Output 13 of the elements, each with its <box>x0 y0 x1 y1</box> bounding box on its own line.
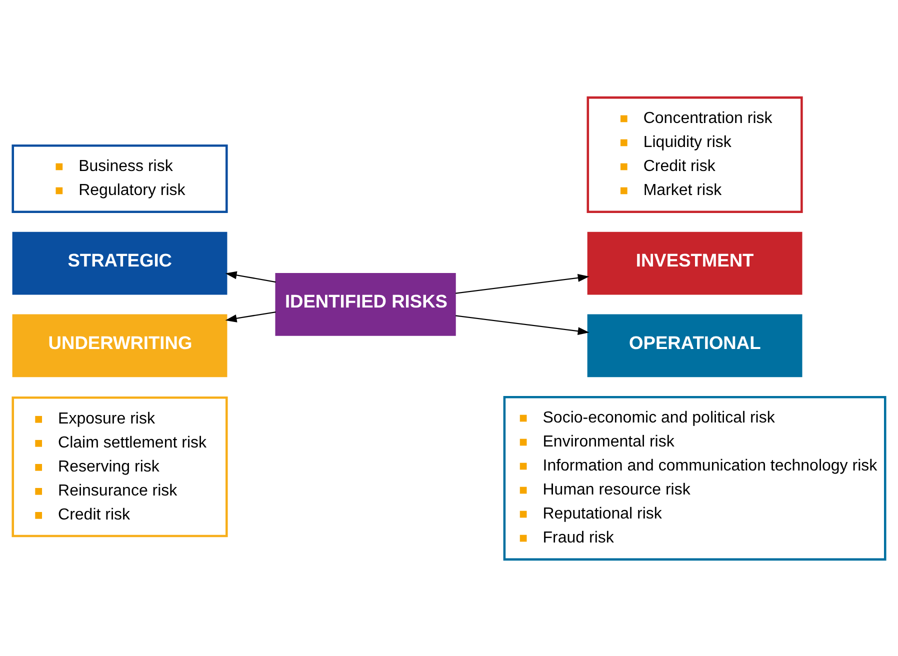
node-box: Business risk Regulatory risk <box>12 144 228 213</box>
node-box: INVESTMENT <box>587 231 802 294</box>
arrow <box>225 270 276 282</box>
node-box: OPERATIONAL <box>587 314 802 377</box>
arrow <box>225 310 276 322</box>
node-box: IDENTIFIED RISKS <box>275 272 456 336</box>
node-box: Concentration risk Liquidity risk Credit risk Market risk <box>586 96 803 213</box>
node-box: Exposure risk Claim settlement risk Reserving risk Reinsurance risk Credit risk <box>12 396 228 537</box>
node-box: STRATEGIC <box>12 231 228 294</box>
node-box: Socio-economic and political risk Environmental risk Information and communication technology risk Human resource risk Reputational risk Fraud risk <box>503 395 886 560</box>
arrow <box>456 314 590 335</box>
node-box: UNDERWRITING <box>12 314 228 377</box>
arrow <box>456 273 590 294</box>
